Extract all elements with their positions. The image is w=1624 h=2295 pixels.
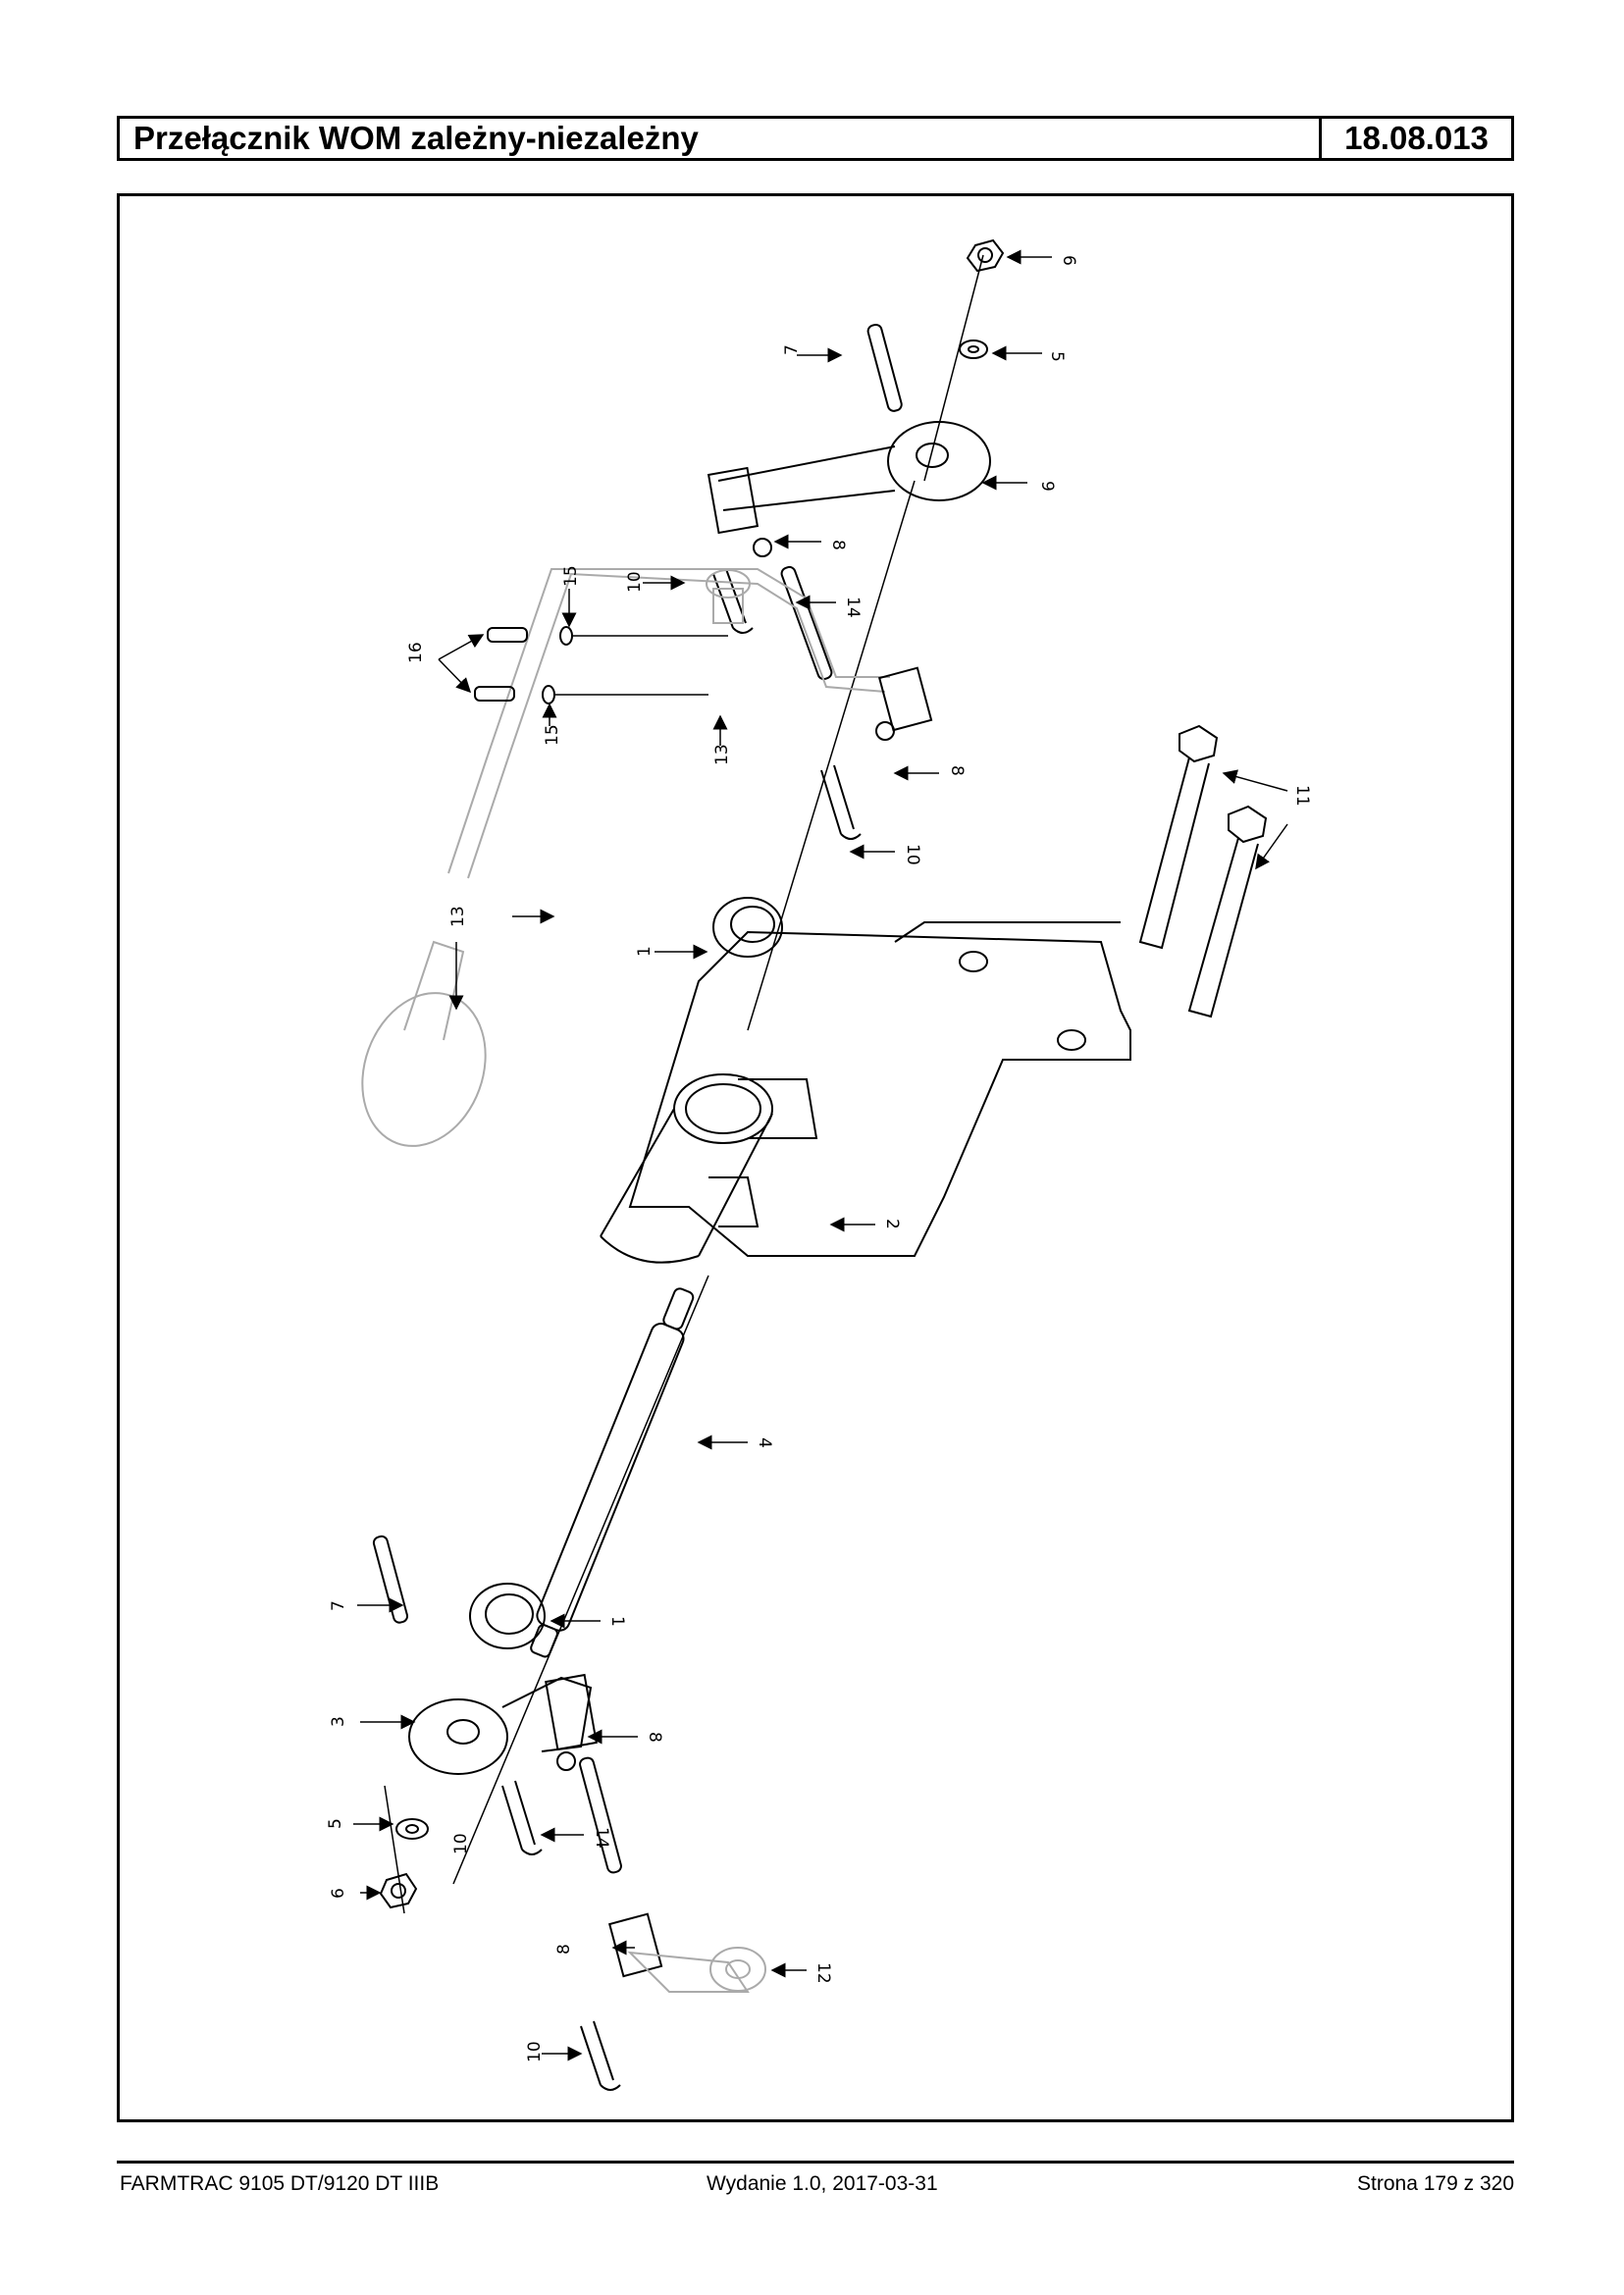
pivot-8-bottom <box>607 1912 663 1978</box>
callout-13-mid: 13 <box>712 744 732 765</box>
callout-6-top: 6 <box>1059 255 1078 266</box>
callout-4: 4 <box>755 1437 774 1448</box>
exploded-parts-diagram: 6 5 7 9 8 14 10 15 16 15 13 8 10 11 13 1… <box>117 193 1514 2122</box>
callout-8-lower: 8 <box>645 1732 664 1743</box>
callout-12: 12 <box>813 1962 833 1984</box>
lever-3 <box>408 1673 598 1775</box>
clip-bottom <box>501 1780 543 1855</box>
clip-lowest <box>580 2020 621 2091</box>
page-header: Przełącznik WOM zależny-niezależny 18.08… <box>117 116 1514 161</box>
clip-mid <box>820 764 862 840</box>
diagram-drawing: 6 5 7 9 8 14 10 15 16 15 13 8 10 11 13 1… <box>326 238 1312 2091</box>
footer-model: FARMTRAC 9105 DT/9120 DT IIIB <box>120 2172 440 2195</box>
callout-5-bottom: 5 <box>326 1818 345 1829</box>
footer-page-number: Strona 179 z 320 <box>1357 2172 1514 2195</box>
footer-divider <box>117 2161 1514 2164</box>
callout-10-lower: 10 <box>451 1833 471 1854</box>
callout-3: 3 <box>329 1716 348 1727</box>
tube <box>600 1073 773 1264</box>
callout-10-mid: 10 <box>903 844 922 865</box>
callout-14-top: 14 <box>843 597 863 618</box>
callout-7-top: 7 <box>782 344 802 355</box>
bolts-11 <box>1138 724 1268 1018</box>
callout-16: 16 <box>406 642 426 663</box>
callout-15-top: 15 <box>561 565 581 587</box>
bracket-2 <box>628 921 1131 1257</box>
callout-13-left: 13 <box>448 906 468 927</box>
callout-5-top: 5 <box>1047 351 1067 362</box>
pivot-8-mid <box>875 666 933 741</box>
footer-edition: Wydanie 1.0, 2017-03-31 <box>707 2172 938 2195</box>
washer-bottom <box>395 1818 429 1840</box>
arm-12 <box>627 1947 766 1993</box>
shifter-13 <box>361 568 890 1147</box>
callout-1-mid: 1 <box>635 946 655 957</box>
callout-8-bottom: 8 <box>554 1944 574 1955</box>
section-code: 18.08.013 <box>1344 120 1489 156</box>
callout-9: 9 <box>1037 481 1057 492</box>
pin-top <box>866 323 903 412</box>
shaft-4 <box>530 1287 695 1658</box>
pin-bottom <box>372 1535 409 1624</box>
callout-7-bottom: 7 <box>329 1600 348 1611</box>
callout-10-top: 10 <box>625 571 645 593</box>
bearing-1-bottom <box>469 1583 546 1649</box>
callout-2: 2 <box>882 1219 902 1229</box>
bearing-1-mid <box>712 897 783 958</box>
screws-16 <box>474 626 728 704</box>
callout-1-bottom: 1 <box>607 1616 627 1627</box>
pin-14-top <box>780 565 833 681</box>
nut-top <box>966 238 1005 273</box>
page-title: Przełącznik WOM zależny-niezależny <box>120 119 1322 158</box>
callout-11: 11 <box>1292 785 1312 807</box>
callout-15-mid: 15 <box>543 724 562 746</box>
callout-6-bottom: 6 <box>329 1888 348 1899</box>
callout-8-top: 8 <box>828 540 848 550</box>
callout-10-bottom: 10 <box>525 2041 545 2062</box>
washer-top <box>959 339 988 359</box>
callout-8-mid: 8 <box>947 765 967 776</box>
lever-9 <box>707 421 991 557</box>
pin-14-bottom <box>579 1756 622 1874</box>
callout-14-bottom: 14 <box>592 1827 611 1849</box>
